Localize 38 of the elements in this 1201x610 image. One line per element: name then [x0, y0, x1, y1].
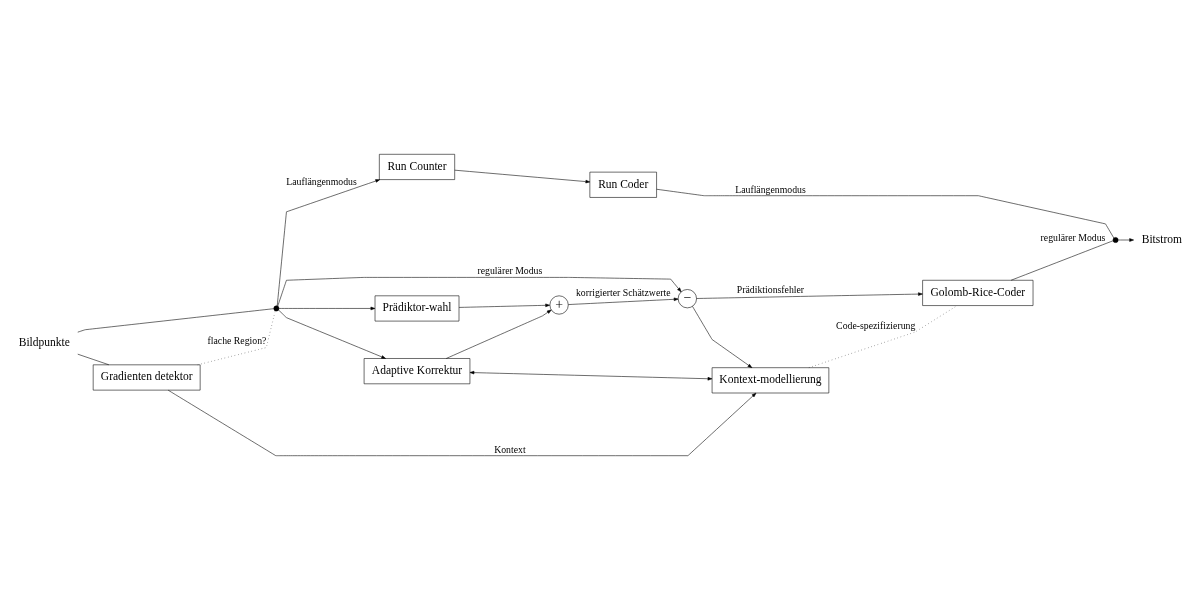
node-switch	[273, 305, 280, 312]
node-text: Bildpunkte	[18, 335, 70, 348]
node-box: Adaptive Korrektur	[363, 358, 471, 385]
edge-label: Kontext	[494, 443, 526, 455]
node-switch	[1112, 237, 1119, 243]
edge-label: regulärer Modus	[477, 265, 543, 277]
node-box: Gradienten detektor	[92, 364, 201, 391]
connector	[1010, 240, 1114, 281]
node-text: Bitstrom	[1141, 232, 1183, 245]
edge-label: Lauflängenmodus	[286, 176, 357, 188]
arrow	[277, 277, 682, 307]
arrow	[1118, 238, 1134, 242]
edge-label: korrigierter Schätzwerte	[575, 287, 671, 299]
arrow	[568, 297, 679, 305]
arrow	[445, 309, 552, 359]
arrow	[167, 389, 757, 456]
connector	[77, 353, 110, 366]
connector	[656, 188, 1115, 239]
arrow	[696, 292, 923, 299]
node-box: Run Counter	[379, 154, 455, 180]
arrow	[278, 306, 376, 311]
arrow	[692, 306, 753, 368]
edge-label: regulärer Modus	[1040, 231, 1106, 243]
edge-label: Code-spezifizierung	[836, 319, 916, 331]
node-box: Run Coder	[589, 171, 657, 198]
node-box: Golomb-Rice-Coder	[922, 279, 1034, 306]
node-box: Kontext-modellierung	[711, 367, 830, 394]
node-box: Prädiktor-wahl	[374, 295, 460, 322]
edge-label: Prädiktionsfehler	[736, 283, 805, 295]
connector	[77, 308, 274, 333]
arrow	[276, 179, 380, 307]
node-circle: +	[549, 295, 569, 315]
edge-label: flache Region?	[207, 335, 267, 347]
arrow	[469, 370, 713, 381]
arrow	[454, 169, 591, 184]
arrow	[278, 309, 386, 359]
arrow	[458, 303, 550, 308]
edge-label: Lauflängenmodus	[735, 183, 806, 195]
